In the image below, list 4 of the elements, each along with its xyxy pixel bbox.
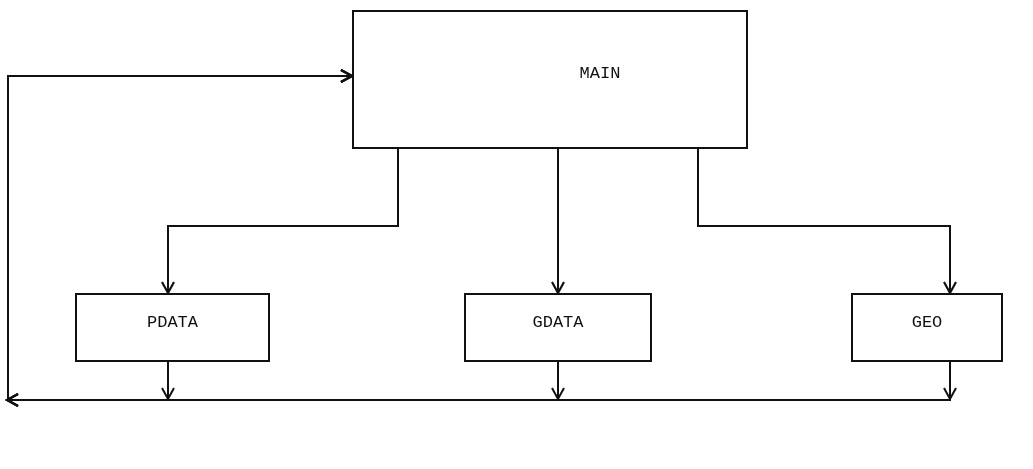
- process-box: PDATA: [75, 293, 270, 362]
- process-box: MAIN: [352, 10, 748, 149]
- process-box: GEO: [851, 293, 1003, 362]
- process-box: GDATA: [464, 293, 652, 362]
